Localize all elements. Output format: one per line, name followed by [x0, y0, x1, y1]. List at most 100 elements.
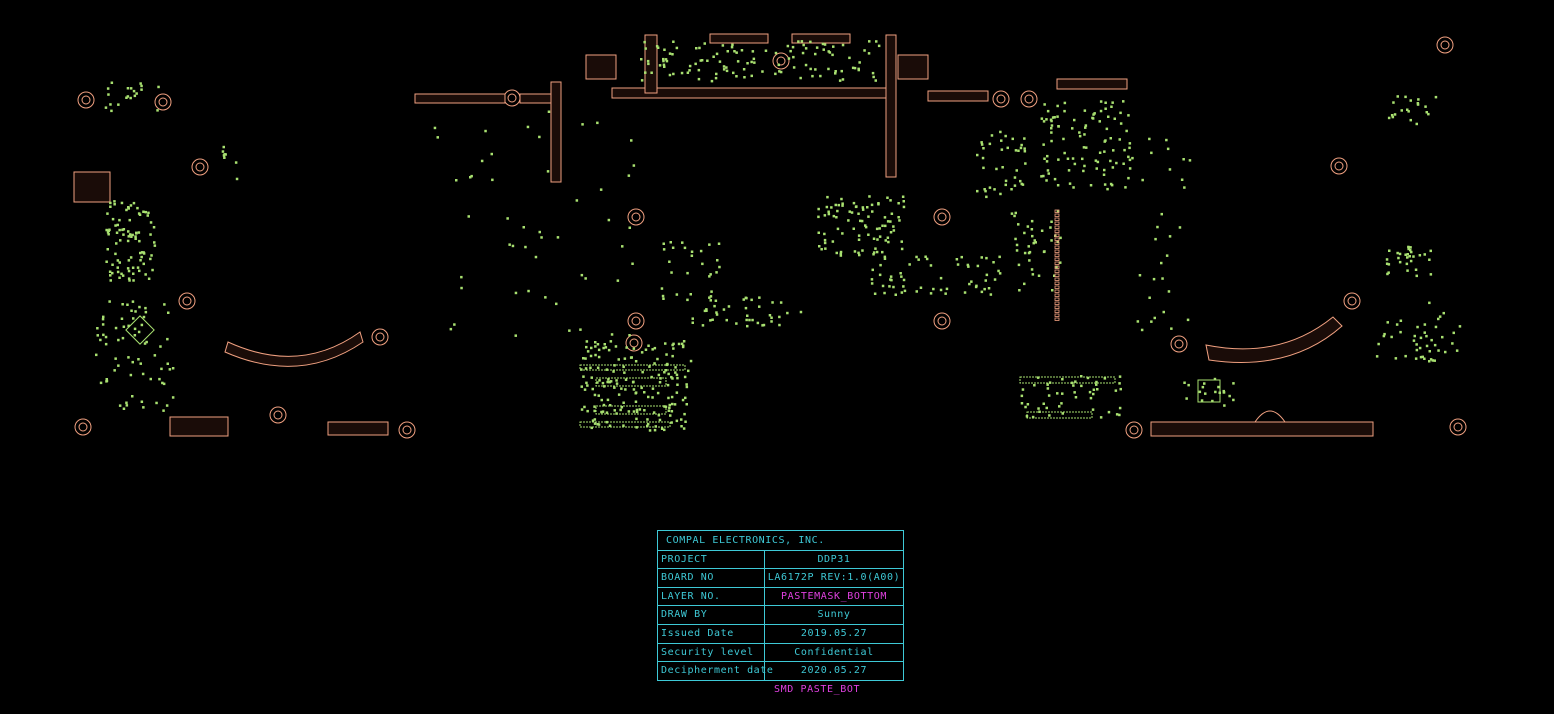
paste-pad	[670, 421, 673, 424]
paste-pad	[748, 318, 751, 322]
paste-pad	[870, 282, 874, 285]
paste-pad	[1051, 116, 1055, 119]
paste-pad	[814, 52, 817, 56]
paste-pad	[915, 290, 918, 293]
paste-pad	[142, 262, 145, 266]
paste-pad	[1128, 167, 1132, 170]
paste-pad	[732, 71, 735, 75]
paste-pad	[140, 251, 144, 254]
paste-pad	[658, 418, 662, 422]
paste-pad	[118, 261, 121, 264]
paste-pad	[142, 210, 145, 213]
paste-pad	[1392, 101, 1395, 104]
paste-pad	[887, 240, 890, 244]
paste-pad	[687, 369, 690, 373]
paste-pad	[1032, 241, 1035, 245]
paste-pad	[1113, 117, 1116, 120]
paste-pad	[1423, 357, 1426, 360]
paste-pad	[735, 322, 738, 325]
paste-pad	[150, 254, 153, 257]
paste-pad	[635, 410, 639, 414]
connector-pad-row	[1026, 411, 1093, 419]
paste-pad	[1006, 146, 1009, 150]
paste-pad	[1412, 255, 1415, 258]
paste-pad	[120, 317, 124, 320]
mounting-hole	[1170, 335, 1188, 353]
paste-pad	[582, 357, 585, 360]
paste-pad	[708, 243, 711, 246]
paste-pad	[903, 289, 907, 293]
mounting-hole-inner	[78, 422, 88, 432]
paste-pad	[104, 106, 108, 109]
paste-pad	[771, 301, 774, 304]
paste-pad	[1046, 169, 1050, 172]
paste-pad	[1423, 253, 1426, 256]
mounting-hole	[625, 334, 643, 352]
paste-pad	[149, 257, 152, 261]
paste-pad	[113, 369, 116, 372]
paste-pad	[664, 342, 667, 345]
paste-pad	[1099, 109, 1103, 113]
paste-pad	[590, 376, 593, 379]
paste-pad	[608, 424, 612, 427]
paste-pad	[1200, 399, 1204, 402]
heatpipe-right	[1205, 316, 1343, 363]
paste-pad	[995, 167, 998, 171]
mounting-hole-inner	[273, 410, 283, 420]
paste-pad	[715, 311, 718, 314]
paste-pad	[234, 161, 238, 164]
paste-pad	[858, 253, 861, 257]
paste-pad	[987, 287, 991, 290]
paste-pad	[125, 208, 128, 212]
paste-pad	[1043, 157, 1046, 160]
paste-pad	[115, 242, 118, 245]
row-value: 2020.05.27	[800, 665, 868, 677]
paste-pad	[804, 63, 808, 67]
paste-pad	[140, 88, 143, 91]
paste-pad	[658, 381, 662, 384]
paste-pad	[171, 367, 175, 370]
paste-pad	[750, 60, 753, 64]
paste-pad	[689, 293, 692, 296]
paste-pad	[1004, 183, 1007, 187]
paste-pad	[1438, 315, 1442, 318]
paste-pad	[727, 305, 731, 308]
paste-pad	[672, 347, 675, 350]
paste-pad	[1399, 330, 1402, 334]
paste-pad	[1415, 343, 1418, 346]
paste-pad	[715, 313, 719, 316]
paste-pad	[730, 45, 734, 49]
paste-pad	[162, 382, 166, 386]
paste-pad	[613, 386, 616, 389]
paste-pad	[684, 420, 687, 423]
paste-pad	[624, 378, 628, 381]
paste-pad	[1060, 402, 1063, 405]
paste-pad	[1409, 246, 1412, 249]
paste-pad	[1013, 184, 1017, 187]
paste-pad	[638, 408, 642, 411]
paste-pad	[662, 248, 666, 251]
board-cutout	[1056, 78, 1128, 90]
paste-pad	[1103, 168, 1106, 172]
paste-pad	[1011, 137, 1014, 141]
paste-pad	[646, 424, 649, 428]
paste-pad	[832, 45, 835, 48]
paste-pad	[1152, 277, 1156, 281]
paste-pad	[114, 252, 117, 256]
paste-pad	[1034, 241, 1037, 244]
paste-pad	[919, 286, 923, 289]
paste-pad	[1017, 263, 1021, 267]
paste-pad	[603, 343, 606, 346]
paste-pad	[675, 419, 679, 423]
paste-pad	[620, 387, 623, 390]
paste-pad	[1050, 127, 1053, 130]
paste-pad	[685, 385, 689, 389]
paste-pad	[1393, 113, 1397, 116]
paste-pad	[1430, 338, 1433, 342]
paste-pad	[1023, 282, 1026, 286]
mounting-hole-inner	[507, 93, 517, 103]
paste-pad	[1414, 357, 1418, 360]
paste-pad	[1026, 403, 1030, 406]
paste-pad	[832, 214, 836, 218]
